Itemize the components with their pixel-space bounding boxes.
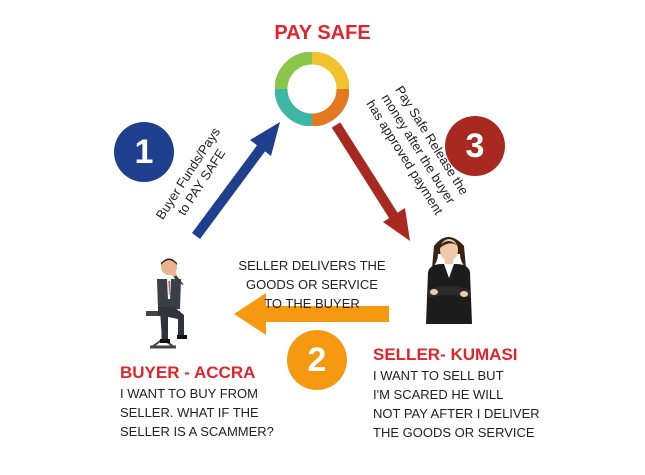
logo-segment-yellow xyxy=(311,52,349,90)
arrow-seller-to-buyer xyxy=(234,293,389,335)
page-title: PAY SAFE xyxy=(274,22,371,44)
step-2-badge: 2 xyxy=(287,330,347,390)
step-1-badge: 1 xyxy=(114,122,174,182)
seller-avatar-icon xyxy=(426,237,472,324)
step-3-badge: 3 xyxy=(445,116,505,176)
buyer-avatar-icon xyxy=(146,258,187,349)
seller-concern-text: I WANT TO SELL BUT I'M SCARED HE WILL NO… xyxy=(373,368,540,440)
logo-segment-orange xyxy=(311,88,349,126)
buyer-concern-text: I WANT TO BUY FROM SELLER. WHAT IF THE S… xyxy=(120,386,274,439)
arrow-paysafe-to-seller xyxy=(331,122,410,241)
seller-label: SELLER- KUMASI xyxy=(373,345,518,364)
logo-segment-teal xyxy=(275,88,313,126)
logo-segment-green xyxy=(275,52,313,90)
pay-safe-logo-icon xyxy=(275,52,349,126)
arrow-buyer-to-paysafe xyxy=(191,122,280,239)
step-2-text: SELLER DELIVERS THE GOODS OR SERVICE TO … xyxy=(238,258,386,311)
buyer-label: BUYER - ACCRA xyxy=(120,363,256,382)
